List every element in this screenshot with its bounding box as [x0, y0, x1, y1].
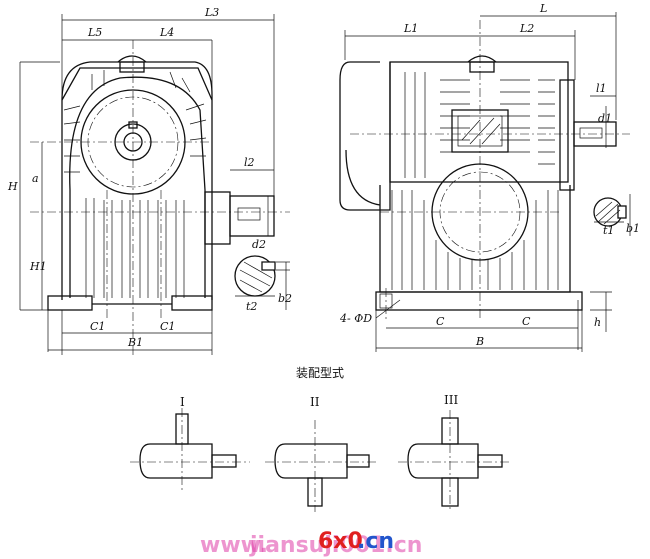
assembly-label-II: II [310, 395, 320, 409]
dim-l2: l2 [244, 156, 255, 169]
dim-L5: L5 [87, 26, 102, 39]
dim-t1: t1 [603, 224, 614, 237]
svg-text:jiansuji001.cn: jiansuji001.cn [249, 533, 422, 558]
dim-L4: L4 [159, 26, 174, 39]
front-dimensions: L5 L4 L3 H a H1 l2 d2 b2 t2 C1 C1 [7, 6, 292, 355]
dim-L3: L3 [204, 6, 219, 19]
dim-B1: B1 [127, 336, 143, 349]
dim-C-left: C [436, 315, 445, 328]
side-dimensions: L1 L2 L l1 d1 t1 b1 4- ΦD C C B h [339, 2, 640, 352]
dim-B: B [475, 335, 484, 348]
dim-l1: l1 [596, 82, 607, 95]
assembly-type-II: II [265, 395, 378, 512]
assembly-label-III: III [444, 393, 458, 407]
dim-b2: b2 [278, 292, 292, 305]
dim-a: a [32, 172, 39, 185]
dim-L2: L2 [519, 22, 534, 35]
dim-phiD: 4- ΦD [339, 312, 372, 325]
dim-d2: d2 [252, 238, 266, 251]
dim-C1-left: C1 [90, 320, 105, 333]
side-view [339, 20, 630, 320]
assembly-title: 装配型式 [296, 366, 344, 380]
dim-H1: H1 [29, 260, 47, 273]
front-ribs-top [63, 70, 207, 173]
front-view [30, 40, 290, 355]
dim-b1: b1 [626, 222, 640, 235]
svg-text:.cn: .cn [357, 529, 394, 554]
assembly-section: 装配型式 I II III [130, 366, 512, 512]
assembly-label-I: I [180, 395, 185, 409]
dim-H: H [7, 180, 18, 193]
watermark-highlight: 6x0 [318, 529, 363, 554]
dim-L1: L1 [403, 22, 418, 35]
dim-C-right: C [522, 315, 531, 328]
front-ribs-bottom [85, 198, 185, 298]
assembly-type-I: I [130, 395, 250, 490]
dim-h: h [594, 316, 601, 329]
assembly-type-III: III [398, 393, 512, 512]
side-fins [404, 72, 555, 178]
dim-C1-right: C1 [160, 320, 175, 333]
dim-t2: t2 [246, 300, 257, 313]
dim-d1: d1 [598, 112, 612, 125]
dim-L: L [539, 2, 547, 15]
svg-text:www.: www. [200, 533, 268, 558]
watermark: www. jiansuji001.cn 6x0 .cn [200, 529, 422, 558]
